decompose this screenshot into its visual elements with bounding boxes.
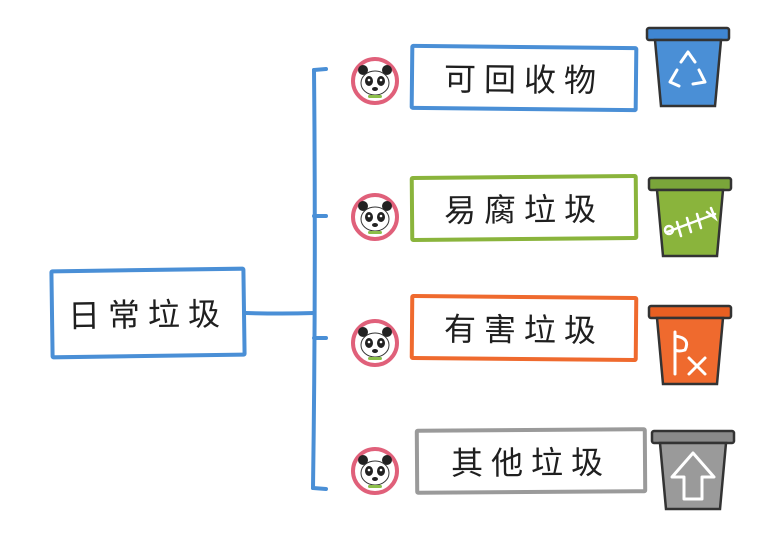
category-other: 其他垃圾 <box>414 427 648 495</box>
category-hazardous: 有害垃圾 <box>409 294 639 362</box>
arrow-up-icon <box>650 429 736 511</box>
panda-avatar-2 <box>351 193 399 241</box>
panda-avatar-4 <box>351 447 399 495</box>
panda-avatar-3 <box>351 319 399 367</box>
branch-bottom-cap <box>311 486 328 491</box>
branch-top-cap <box>312 67 328 72</box>
root-stem <box>244 311 316 316</box>
category-recyclable: 可回收物 <box>409 43 639 113</box>
category-label-hazardous: 有害垃圾 <box>443 310 605 350</box>
fishbone-icon <box>647 176 733 258</box>
panda-avatar-1 <box>351 57 399 105</box>
root-node: 日常垃圾 <box>49 266 247 360</box>
recycle-icon <box>645 26 731 108</box>
category-label-kitchen-waste: 易腐垃圾 <box>443 190 605 230</box>
category-label-other: 其他垃圾 <box>450 443 612 483</box>
hazard-icon <box>647 304 733 386</box>
root-label: 日常垃圾 <box>67 294 229 336</box>
category-kitchen-waste: 易腐垃圾 <box>409 174 639 242</box>
category-label-recyclable: 可回收物 <box>443 60 605 100</box>
vertical-spine <box>311 68 317 490</box>
